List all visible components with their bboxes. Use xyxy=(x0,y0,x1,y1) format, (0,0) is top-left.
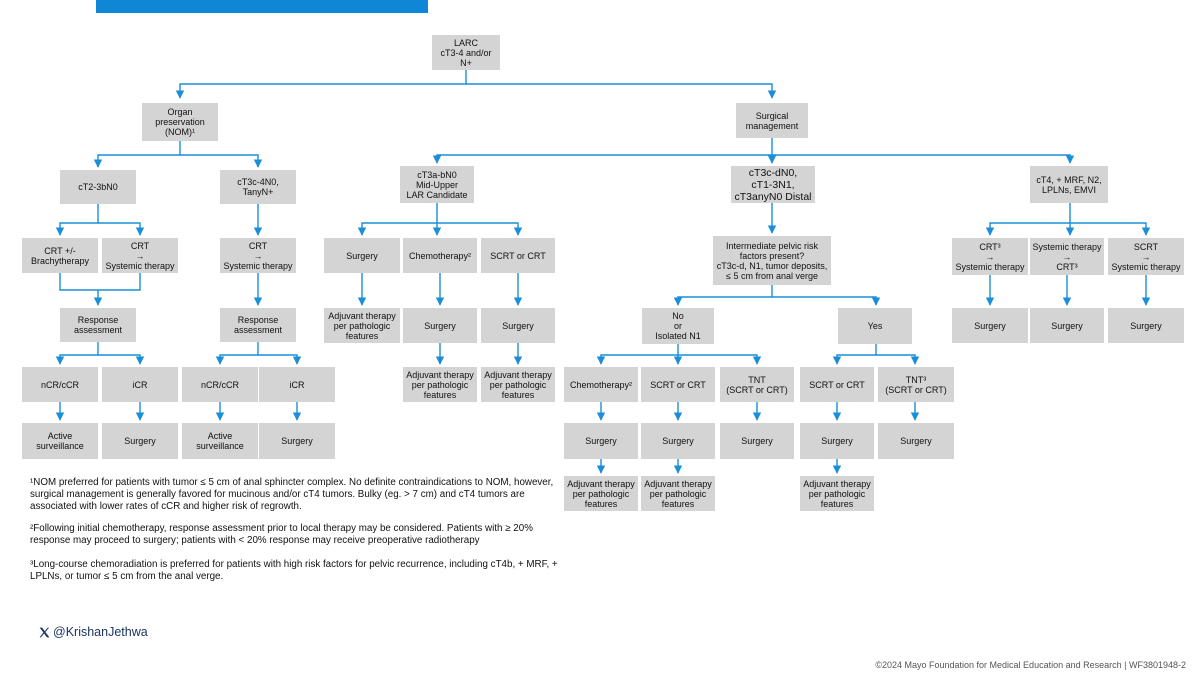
node-r-systemic-crt: Systemic therapy → CRT³ xyxy=(1030,238,1104,275)
node-lar-adjuvant-2: Adjuvant therapy per pathologic features xyxy=(403,367,477,402)
node-intermediate-risk: Intermediate pelvic risk factors present… xyxy=(713,236,831,285)
node-yes-scrt-or-crt: SCRT or CRT xyxy=(800,367,874,402)
node-r-surgery-3: Surgery xyxy=(1108,308,1184,343)
node-no-tnt: TNT (SCRT or CRT) xyxy=(720,367,794,402)
node-response-assessment-b: Response assessment xyxy=(220,308,296,342)
node-surgical-management: Surgical management xyxy=(736,103,808,138)
header-accent-bar xyxy=(96,0,428,13)
social-handle[interactable]: @KrishanJethwa xyxy=(38,625,148,639)
node-no-isolated-n1: No or Isolated N1 xyxy=(642,308,714,344)
node-icr-b: iCR xyxy=(259,367,335,402)
node-yes-tnt-surgery: Surgery xyxy=(878,423,954,459)
node-lar-surgery-3: Surgery xyxy=(481,308,555,343)
node-response-assessment-a: Response assessment xyxy=(60,308,136,342)
node-ct3c-dn0: cT3c-dN0, cT1-3N1, cT3anyN0 Distal xyxy=(731,166,815,203)
node-active-surveillance-a: Active surveillance xyxy=(22,423,98,459)
node-lar-adjuvant-1: Adjuvant therapy per pathologic features xyxy=(324,308,400,343)
node-no-scrt-or-crt: SCRT or CRT xyxy=(641,367,715,402)
node-surgery-a: Surgery xyxy=(102,423,178,459)
footnote-2: ²Following initial chemotherapy, respons… xyxy=(30,523,533,546)
node-no-chemotherapy: Chemotherapy² xyxy=(564,367,638,402)
node-ncr-ccr-a: nCR/cCR xyxy=(22,367,98,402)
node-no-scrt-surgery: Surgery xyxy=(641,423,715,459)
node-surgery-b: Surgery xyxy=(259,423,335,459)
node-crt-systemic-a: CRT → Systemic therapy xyxy=(102,238,178,273)
node-no-tnt-surgery: Surgery xyxy=(720,423,794,459)
copyright-notice: ©2024 Mayo Foundation for Medical Educat… xyxy=(875,660,1186,670)
node-ct4: cT4, + MRF, N2, LPLNs, EMVI xyxy=(1030,166,1108,203)
footnote-3: ³Long-course chemoradiation is preferred… xyxy=(30,559,558,582)
node-ct2-3bn0: cT2-3bN0 xyxy=(60,170,136,204)
node-lar-surgery: Surgery xyxy=(324,238,400,273)
node-ct3c-4n0: cT3c-4N0, TanyN+ xyxy=(220,170,296,204)
node-lar-adjuvant-3: Adjuvant therapy per pathologic features xyxy=(481,367,555,402)
footnote-1: ¹NOM preferred for patients with tumor ≤… xyxy=(30,477,554,512)
node-r-surgery-1: Surgery xyxy=(952,308,1028,343)
node-yes-scrt-adjuvant: Adjuvant therapy per pathologic features xyxy=(800,476,874,511)
node-no-scrt-adjuvant: Adjuvant therapy per pathologic features xyxy=(641,476,715,511)
node-yes: Yes xyxy=(838,308,912,344)
x-logo-icon xyxy=(39,627,50,637)
node-crt-systemic-b: CRT → Systemic therapy xyxy=(220,238,296,273)
node-lar-scrt-or-crt: SCRT or CRT xyxy=(481,238,555,273)
node-lar-chemotherapy: Chemotherapy² xyxy=(403,238,477,273)
node-larc: LARC cT3-4 and/or N+ xyxy=(432,35,500,70)
node-no-chemo-surgery: Surgery xyxy=(564,423,638,459)
node-r-crt-systemic: CRT³ → Systemic therapy xyxy=(952,238,1028,275)
node-r-scrt-systemic: SCRT → Systemic therapy xyxy=(1108,238,1184,275)
node-yes-tnt: TNT³ (SCRT or CRT) xyxy=(878,367,954,402)
node-r-surgery-2: Surgery xyxy=(1030,308,1104,343)
handle-text: @KrishanJethwa xyxy=(53,625,148,639)
node-icr-a: iCR xyxy=(102,367,178,402)
node-active-surveillance-b: Active surveillance xyxy=(182,423,258,459)
node-lar-surgery-2: Surgery xyxy=(403,308,477,343)
node-crt-brachytherapy: CRT +/- Brachytherapy xyxy=(22,238,98,273)
node-yes-scrt-surgery: Surgery xyxy=(800,423,874,459)
node-organ-preservation: Organ preservation (NOM)¹ xyxy=(142,103,218,141)
node-ct3a-bn0: cT3a-bN0 Mid-Upper LAR Candidate xyxy=(400,166,474,203)
node-no-chemo-adjuvant: Adjuvant therapy per pathologic features xyxy=(564,476,638,511)
node-ncr-ccr-b: nCR/cCR xyxy=(182,367,258,402)
